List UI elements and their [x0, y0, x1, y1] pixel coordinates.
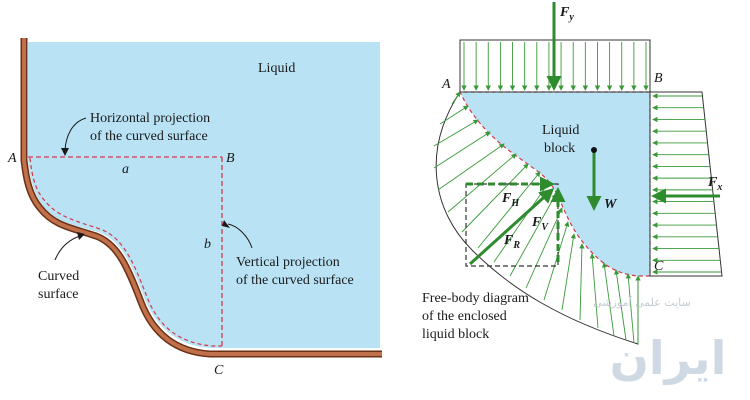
liquid-block-label-2: block [544, 141, 575, 156]
curve-pressure-arrow [433, 119, 479, 147]
horizontal-projection-leader [64, 117, 87, 151]
fbd-point-b-label: B [654, 71, 663, 86]
left-panel-projection-figure: Liquid Horizontal projection of the curv… [7, 38, 382, 378]
dimension-a-label: a [122, 162, 129, 177]
vertical-projection-text-1: Vertical projection [236, 255, 340, 270]
top-pressure-arrows [461, 42, 649, 91]
curve-pressure-arrow [543, 221, 570, 301]
watermark-logo: ایران [610, 331, 727, 385]
curved-surface-text-2: surface [38, 287, 78, 302]
force-fv-label: FV [531, 215, 549, 233]
horizontal-projection-text-2: of the curved surface [90, 129, 208, 144]
liquid-label: Liquid [258, 61, 295, 76]
point-a-label: A [7, 151, 17, 166]
weight-label: W [604, 197, 618, 212]
curve-pressure-arrow [561, 233, 576, 311]
curved-surface-leader [54, 235, 81, 261]
point-c-label: C [214, 363, 224, 378]
curve-pressure-arrow [589, 253, 599, 329]
curve-pressure-arrow [625, 273, 635, 344]
curved-surface-dashed [29, 157, 222, 347]
horizontal-projection-leader-arrowhead [61, 148, 69, 156]
projection-figure: Liquid Horizontal projection of the curv… [7, 38, 382, 378]
force-fr-arrow [468, 187, 555, 266]
curve-pressure-arrow [613, 269, 627, 341]
centroid-dot [591, 147, 597, 153]
vertical-projection-text-2: of the curved surface [236, 273, 354, 288]
point-b-label: B [226, 151, 235, 166]
dimension-b-label: b [204, 237, 211, 252]
fbd-point-a-label: A [441, 77, 451, 92]
curve-pressure-arrow [461, 163, 529, 233]
force-fx-label: Fx [707, 175, 722, 193]
right-panel-free-body-diagram: A B C Liquid block Fy Fx W FH FV FR Free… [392, 0, 750, 400]
curve-pressure-arrow [437, 143, 505, 191]
curve-pressure-arrow [433, 131, 491, 169]
vertical-projection-leader [227, 223, 253, 249]
watermark-text: سایت علمی آموزشی [593, 295, 691, 309]
watermark: سایت علمی آموزشی ایران [593, 295, 726, 385]
fbd-caption-2: of the enclosed [422, 309, 507, 324]
fbd-point-c-label: C [654, 259, 664, 274]
curve-pressure-arrow [451, 91, 461, 105]
vertical-projection-leader-arrowhead [222, 220, 230, 228]
force-fy-label: Fy [559, 5, 574, 23]
liquid-region [28, 42, 380, 348]
liquid-block-label-1: Liquid [542, 123, 579, 138]
force-fr-label: FR [503, 233, 520, 251]
curve-pressure-arrow [525, 207, 563, 289]
container-wall-fill [22, 38, 382, 356]
horizontal-projection-text-1: Horizontal projection [90, 111, 210, 126]
curved-surface-leader-arrowhead [77, 232, 85, 240]
curve-pressure-arrow [509, 193, 557, 277]
curve-pressure-arrow [601, 262, 615, 337]
curve-pressure-arrow [439, 105, 469, 125]
right-pressure-envelope [649, 91, 723, 277]
fbd-caption-1: Free-body diagram [422, 291, 529, 306]
curve-pressure-arrow [477, 171, 541, 249]
curve-pressure-arrows [433, 91, 641, 344]
force-fh-label: FH [501, 191, 520, 209]
fbd-caption-3: liquid block [422, 327, 489, 342]
free-body-diagram: A B C Liquid block Fy Fx W FH FV FR Free… [422, 2, 726, 385]
curved-surface-text-1: Curved [38, 269, 79, 284]
curve-pressure-envelope [435, 91, 639, 345]
curve-pressure-arrow [579, 243, 585, 321]
